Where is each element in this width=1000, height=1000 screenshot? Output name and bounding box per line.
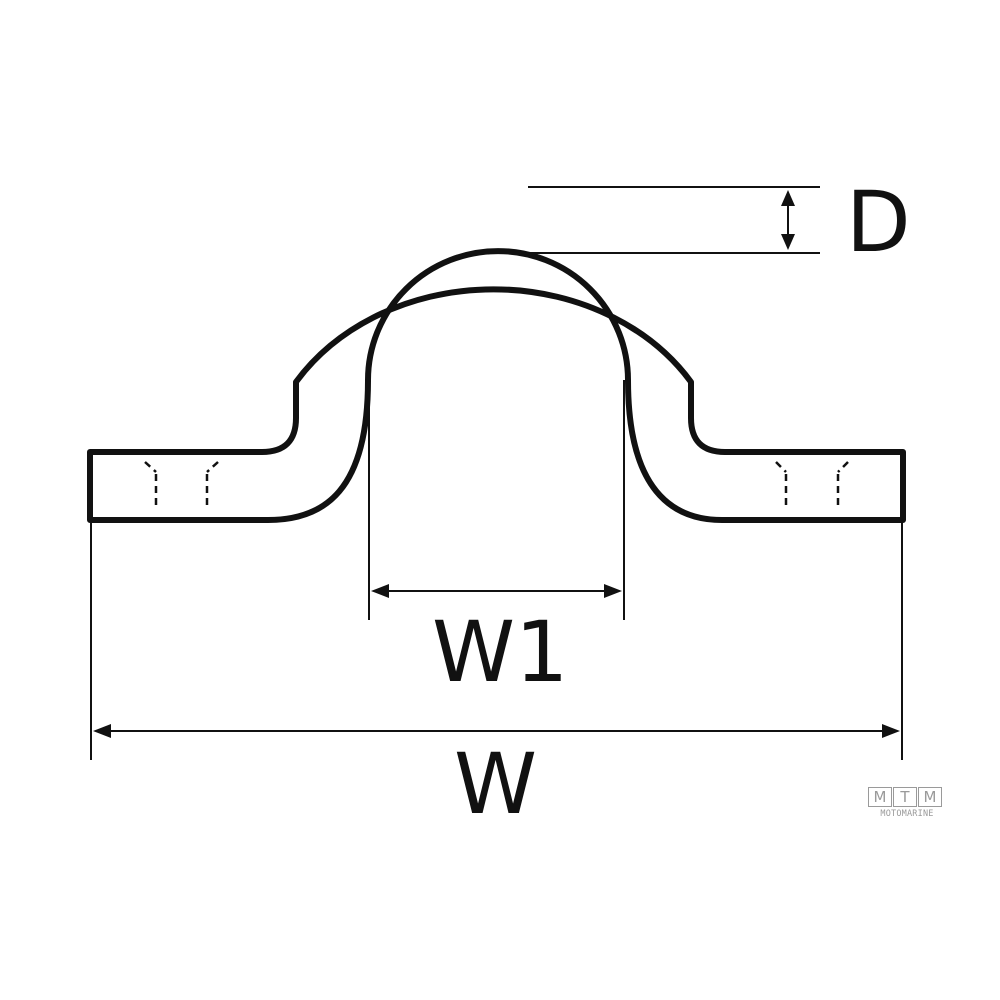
overall-width-label: W — [454, 735, 538, 833]
screw-hole-right — [775, 461, 849, 510]
arrowhead — [781, 190, 795, 206]
arrowhead — [882, 724, 900, 738]
motomarine-logo: M T M MOTOMARINE — [868, 787, 948, 823]
dimension-d — [525, 186, 820, 254]
arrowhead — [781, 234, 795, 250]
logo-letter: T — [893, 787, 917, 807]
depth-label: D — [846, 173, 911, 271]
logo-wordmark: MOTOMARINE — [880, 809, 934, 819]
arrowhead — [93, 724, 111, 738]
arrowhead — [371, 584, 389, 598]
logo-letter: M — [918, 787, 942, 807]
pad-eye-outline — [87, 248, 906, 523]
arrowhead — [604, 584, 622, 598]
dimension-w — [90, 523, 903, 760]
screw-hole-left — [144, 461, 219, 510]
dimension-w1 — [368, 380, 625, 620]
logo-letter: M — [868, 787, 892, 807]
inner-width-label: W1 — [432, 603, 569, 701]
